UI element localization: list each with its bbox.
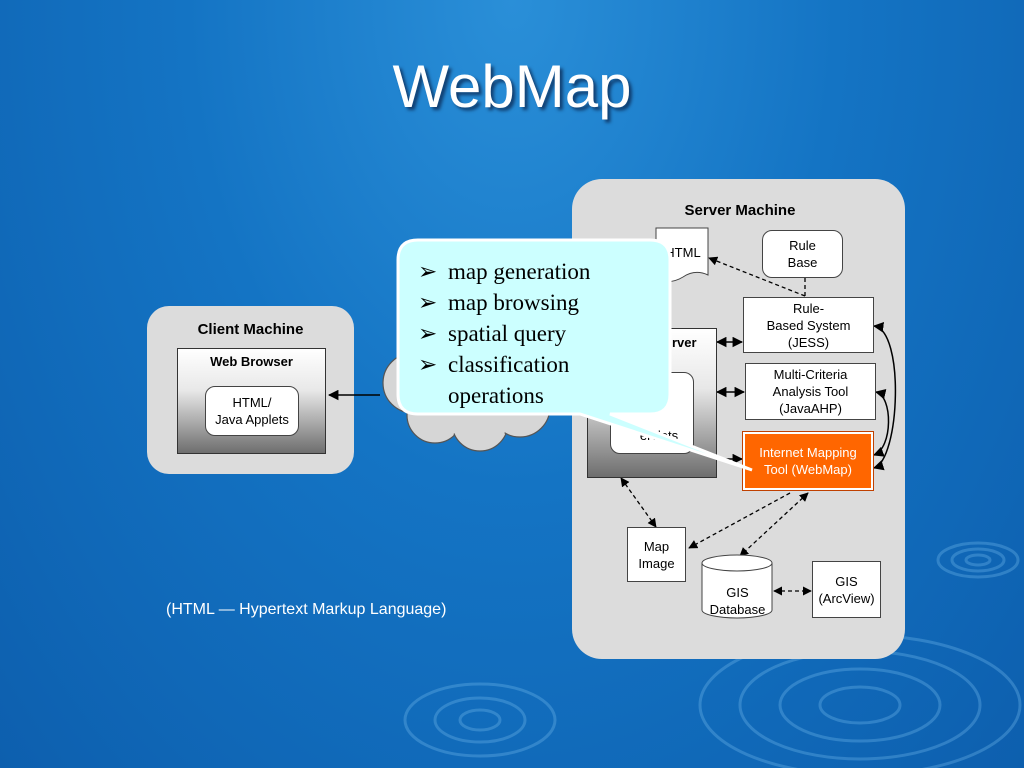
rule-system-line-2: Based System	[766, 317, 851, 333]
web-server-label: rver	[672, 335, 697, 350]
html-java-applets-box: HTML/ Java Applets	[205, 386, 299, 436]
slide-title: WebMap	[392, 53, 632, 120]
multi-criteria-analysis-box: Multi-Criteria Analysis Tool (JavaAHP)	[745, 363, 876, 420]
bullet-arrow-icon: ➢	[418, 259, 438, 284]
client-machine-label: Client Machine	[197, 321, 304, 338]
callout-item-label: classification	[448, 352, 570, 377]
callout-continuation-label: operations	[448, 383, 544, 408]
callout-item: ➢ map generation	[418, 256, 668, 287]
gis-db-line-1: GIS	[726, 585, 749, 600]
footnote: (HTML — Hypertext Markup Language)	[166, 601, 447, 618]
bullet-arrow-icon: ➢	[418, 321, 438, 346]
mca-line-3: (JavaAHP)	[779, 401, 842, 416]
callout-item-label: map generation	[448, 259, 591, 284]
callout-item-label: spatial query	[448, 321, 567, 346]
mca-line-1: Multi-Criteria	[773, 367, 848, 382]
internet-mapping-tool-box: Internet Mapping Tool (WebMap)	[742, 431, 874, 491]
web-browser-box	[177, 348, 326, 454]
rule-system-line-1: Rule-	[792, 300, 825, 316]
server-machine-label: Server Machine	[684, 202, 796, 219]
map-image-box: Map Image	[627, 527, 686, 582]
rule-system-line-3: (JESS)	[787, 334, 830, 350]
map-image-line-1: Map	[643, 538, 670, 554]
gis-line-1: GIS	[835, 573, 858, 589]
callout-item: ➢ spatial query	[418, 318, 668, 349]
web-browser-label: Web Browser	[210, 354, 293, 369]
gis-db-line-2: Database	[709, 602, 766, 617]
callout-item: ➢ classification	[418, 349, 668, 380]
rule-based-system-box: Rule- Based System (JESS)	[743, 297, 874, 353]
gis-database-label: GIS Database	[700, 584, 775, 618]
callout-item-continuation: operations	[418, 380, 668, 411]
applets-line-1: HTML/	[232, 395, 272, 410]
bullet-arrow-icon: ➢	[418, 352, 438, 377]
imt-line-2: Tool (WebMap)	[764, 462, 852, 477]
bullet-arrow-icon: ➢	[418, 290, 438, 315]
imt-line-1: Internet Mapping	[759, 445, 857, 460]
html-document-label: HTML	[665, 245, 701, 260]
gis-arcview-box: GIS (ArcView)	[812, 561, 881, 618]
gis-line-2: (ArcView)	[818, 590, 875, 606]
map-image-line-2: Image	[638, 555, 675, 571]
rule-base-box: Rule Base	[762, 230, 843, 278]
gis-database-cylinder	[701, 554, 773, 619]
mca-line-2: Analysis Tool	[772, 384, 849, 399]
callout-item-label: map browsing	[448, 290, 579, 315]
rule-base-line-2: Base	[787, 255, 818, 270]
callout-item: ➢ map browsing	[418, 287, 668, 318]
callout-text: ➢ map generation ➢ map browsing ➢ spatial q…	[418, 256, 668, 411]
rule-base-line-1: Rule	[789, 238, 816, 253]
applets-line-2: Java Applets	[215, 412, 289, 427]
